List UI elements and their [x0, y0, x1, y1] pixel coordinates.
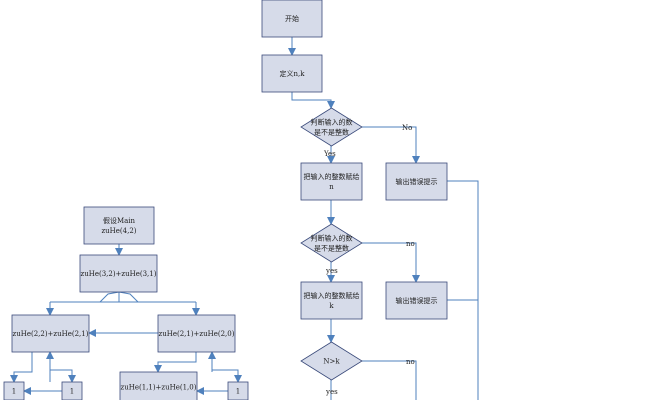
connector-lines: [10, 37, 479, 400]
node-error-2: 输出错误提示: [385, 281, 448, 320]
edge-label-no-2: no: [406, 240, 415, 248]
connector: [10, 352, 33, 383]
node-label: 1: [12, 387, 16, 395]
node-diamond: [300, 223, 363, 263]
node-expand-42: zuHe(3,2)+zuHe(3,1): [79, 254, 158, 293]
node-label: 把输入的整数赋给: [304, 291, 360, 300]
node-diamond: [300, 107, 363, 147]
node-box: [227, 381, 249, 400]
node-box: [385, 281, 448, 320]
node-leaf-c: 1: [227, 381, 249, 400]
node-leaf-b: 1: [61, 381, 83, 400]
node-expand-32: zuHe(2,2)+zuHe(2,1): [11, 314, 90, 353]
node-assign-k: 把输入的整数赋给 k: [300, 281, 363, 320]
node-label: k: [329, 302, 334, 310]
node-label: 是不是整数: [314, 127, 349, 136]
node-box: [79, 254, 158, 293]
node-label: zuHe(2,1)+zuHe(2,0): [159, 330, 235, 338]
node-label: 1: [70, 387, 74, 395]
connector: [154, 352, 197, 373]
connector: [447, 180, 479, 400]
node-box: [157, 314, 236, 353]
node-box: [11, 314, 90, 353]
node-box: [61, 381, 83, 400]
node-label: zuHe(1,1)+zuHe(1,0): [121, 383, 197, 391]
node-box: [3, 381, 25, 400]
node-label: 判断输入的数: [311, 233, 353, 242]
connector: [362, 360, 417, 400]
node-label: 把输入的整数赋给: [304, 172, 360, 181]
node-box: [119, 371, 198, 400]
connector: [362, 242, 420, 283]
node-label: 判断输入的数: [311, 117, 353, 126]
node-box: [300, 162, 363, 201]
node-label: 定义n,k: [280, 69, 306, 78]
node-compare: N>k: [300, 341, 363, 381]
node-leaf-a: 1: [3, 381, 25, 400]
node-assume-main: 假设Main zuHe(4,2): [83, 206, 155, 245]
node-label: 是不是整数: [314, 243, 349, 252]
node-label: 假设Main: [103, 216, 136, 225]
node-error-1: 输出错误提示: [385, 162, 448, 201]
connector: [211, 352, 242, 383]
node-label: zuHe(3,2)+zuHe(3,1): [81, 270, 157, 278]
node-diamond: [300, 341, 363, 381]
connector: [49, 352, 76, 383]
node-box: [261, 0, 323, 38]
flowchart-nodes: 开始定义n,k判断输入的数是不是整数把输入的整数赋给n输出错误提示判断输入的数是…: [3, 0, 448, 400]
edge-label-yes-3: yes: [325, 388, 338, 396]
connector: [291, 92, 335, 109]
node-label: n: [329, 183, 334, 191]
node-label: zuHe(2,2)+zuHe(2,1): [13, 330, 89, 338]
node-start: 开始: [261, 0, 323, 38]
edge-label-no-1: No: [402, 124, 412, 132]
node-box: [300, 281, 363, 320]
node-box: [385, 162, 448, 201]
connector: [362, 126, 420, 164]
node-expand-21: zuHe(2,1)+zuHe(2,0): [157, 314, 236, 353]
node-define: 定义n,k: [261, 54, 323, 93]
node-label: 1: [236, 387, 240, 395]
node-expand-11: zuHe(1,1)+zuHe(1,0): [119, 371, 198, 400]
node-box: [83, 206, 155, 245]
edge-label-no-3: no: [406, 358, 415, 366]
node-label: 开始: [285, 14, 299, 23]
node-box: [261, 54, 323, 93]
node-label: 输出错误提示: [396, 296, 438, 305]
edge-label-yes-2: yes: [325, 267, 338, 275]
node-label: N>k: [323, 357, 340, 365]
node-assign-n: 把输入的整数赋给 n: [300, 162, 363, 201]
node-label: zuHe(4,2): [101, 227, 136, 235]
edge-label-yes-1: Yes: [323, 150, 336, 158]
node-label: 输出错误提示: [396, 177, 438, 186]
